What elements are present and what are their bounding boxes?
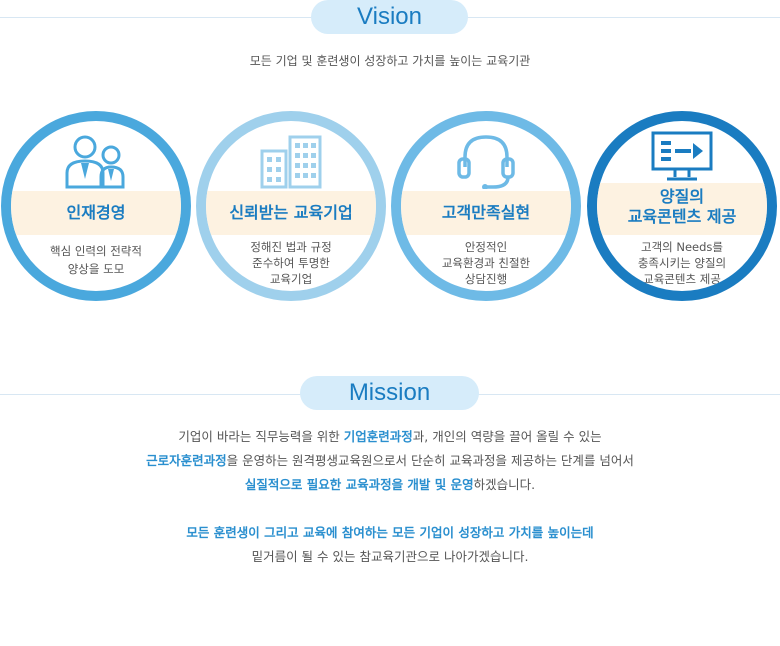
card-desc-line: 양상을 도모: [67, 262, 125, 276]
card-desc-line: 교육콘텐츠 제공: [643, 272, 721, 286]
vision-card-talent: 인재경영 핵심 인력의 전략적 양상을 도모: [1, 111, 191, 301]
mission-text: 기업이 바라는 직무능력을 위한: [178, 429, 344, 444]
mission-text: 과, 개인의 역량을 끌어 올릴 수 있는: [412, 429, 602, 444]
people-icon: [65, 135, 125, 189]
mission-line-2: 근로자훈련과정을 운영하는 원격평생교육원으로서 단순히 교육과정을 제공하는 …: [0, 449, 780, 473]
mission-text: 하겠습니다.: [473, 477, 536, 492]
building-icon: [260, 135, 322, 189]
card-desc-line: 교육환경과 친절한: [441, 256, 531, 270]
card-desc-line: 안정적인: [464, 240, 508, 254]
vision-card-satisfaction: 고객만족실현 안정적인 교육환경과 친절한 상담진행: [391, 111, 581, 301]
card-band: [401, 191, 571, 235]
card-desc-line: 정해진 법과 규정: [250, 240, 332, 254]
card-title: 양질의: [659, 187, 705, 206]
mission-line-4: 모든 훈련생이 그리고 교육에 참여하는 모든 기업이 성장하고 가치를 높이는…: [186, 525, 594, 540]
card-title: 인재경영: [66, 203, 126, 222]
vision-tagline: 모든 기업 및 훈련생이 성장하고 가치를 높이는 교육기관: [249, 54, 531, 68]
card-desc-line: 교육기업: [269, 272, 313, 286]
card-title: 고객만족실현: [441, 203, 531, 222]
card-desc-line: 준수하여 투명한: [252, 256, 330, 270]
card-band: [206, 191, 376, 235]
card-desc-line: 상담진행: [464, 272, 508, 286]
card-desc-line: 충족시키는 양질의: [637, 256, 727, 270]
mission-highlight: 기업훈련과정: [343, 429, 413, 444]
mission-highlight: 근로자훈련과정: [146, 453, 227, 468]
mission-line-3: 실질적으로 필요한 교육과정을 개발 및 운영하겠습니다.: [0, 473, 780, 497]
card-title-line2: 교육콘텐츠 제공: [627, 207, 737, 226]
card-title: 신뢰받는 교육기업: [229, 203, 353, 222]
monitor-content-icon: [651, 131, 713, 181]
card-band: [597, 183, 767, 235]
vision-card-content: 양질의 교육콘텐츠 제공 고객의 Needs를 충족시키는 양질의 교육콘텐츠 …: [587, 111, 777, 301]
mission-heading: Mission: [300, 376, 479, 410]
mission-text: 을 운영하는 원격평생교육원으로서 단순히 교육과정을 제공하는 단계를 넘어서: [226, 453, 634, 468]
vision-card-trust: 신뢰받는 교육기업 정해진 법과 규정 준수하여 투명한 교육기업: [196, 111, 386, 301]
mission-line-1: 기업이 바라는 직무능력을 위한 기업훈련과정과, 개인의 역량을 끌어 올릴 …: [0, 425, 780, 449]
card-band: [11, 191, 181, 235]
card-desc-line: 고객의 Needs를: [640, 240, 724, 254]
mission-line-5: 밑거름이 될 수 있는 참교육기관으로 나아가겠습니다.: [251, 549, 529, 564]
vision-heading: Vision: [311, 0, 468, 34]
headset-icon: [457, 135, 515, 189]
mission-highlight: 실질적으로 필요한 교육과정을 개발 및 운영: [244, 477, 474, 492]
card-desc-line: 핵심 인력의 전략적: [50, 244, 142, 258]
